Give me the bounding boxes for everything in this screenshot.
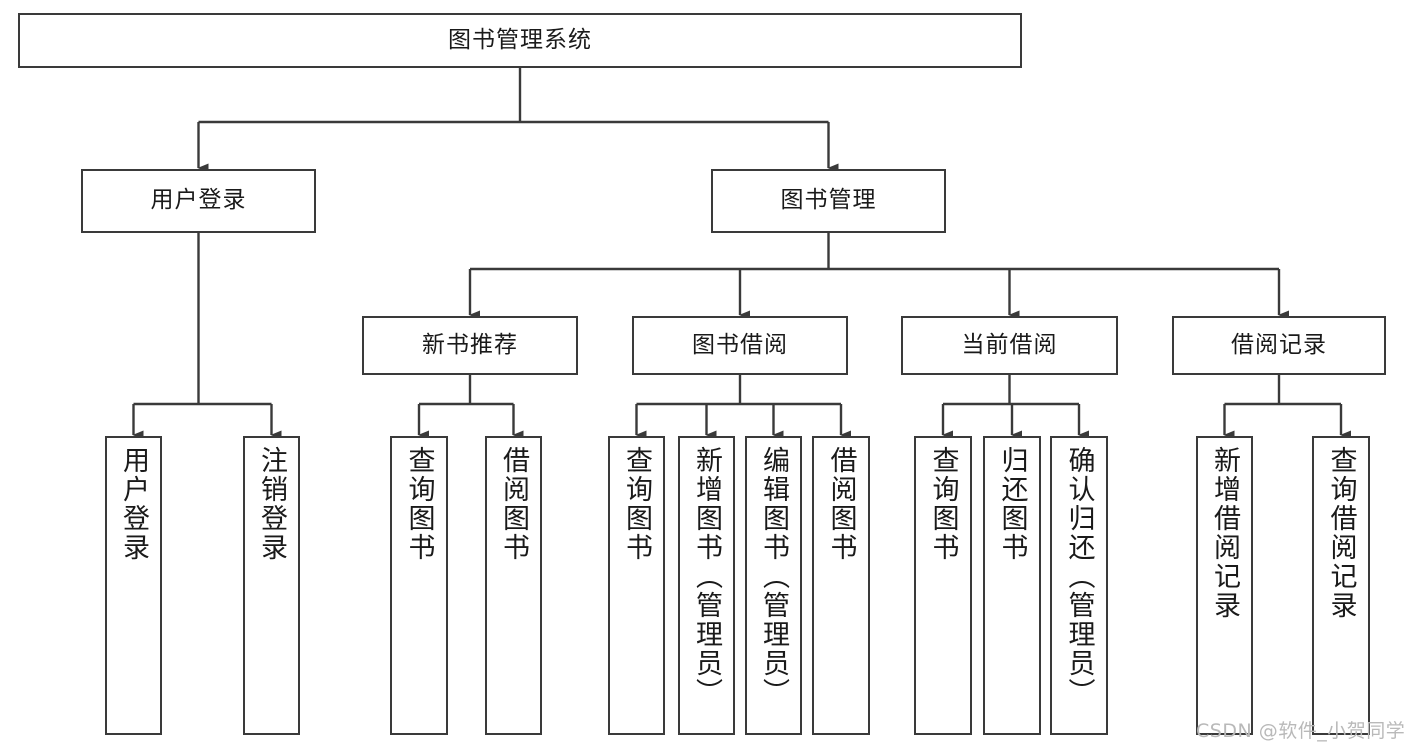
node-label: 注销登录	[256, 446, 287, 562]
node-leaf-new-1: 查询图书	[390, 436, 448, 735]
node-label: 查询借阅记录	[1325, 446, 1357, 620]
node-bookmgmt: 图书管理	[711, 169, 946, 233]
node-leaf-login-1: 用户登录	[105, 436, 162, 735]
node-leaf-cur-1: 查询图书	[914, 436, 972, 735]
node-label: 借阅图书	[825, 446, 857, 562]
node-current: 当前借阅	[901, 316, 1118, 375]
node-newbook: 新书推荐	[362, 316, 578, 375]
node-leaf-cur-2: 归还图书	[983, 436, 1041, 735]
node-label: 归还图书	[996, 446, 1028, 562]
node-label: 查询图书	[403, 446, 435, 562]
node-leaf-login-2: 注销登录	[243, 436, 300, 735]
node-records: 借阅记录	[1172, 316, 1386, 375]
node-label: 用户登录	[150, 187, 247, 214]
node-label: 图书管理系统	[448, 26, 592, 53]
node-label: 新增借阅记录	[1209, 446, 1240, 620]
node-label: 用户登录	[118, 446, 149, 562]
watermark: CSDN @软件_小贺同学	[1196, 720, 1405, 742]
node-borrow: 图书借阅	[632, 316, 848, 375]
node-leaf-borrow-2: 新增图书（管理员）	[678, 436, 735, 735]
node-label: 图书管理	[780, 187, 877, 214]
node-label: 编辑图书（管理员）	[758, 446, 789, 707]
node-label: 借阅图书	[498, 446, 529, 562]
node-login: 用户登录	[81, 169, 316, 233]
node-leaf-rec-1: 新增借阅记录	[1196, 436, 1253, 735]
node-leaf-cur-3: 确认归还（管理员）	[1050, 436, 1108, 735]
node-label: 新书推荐	[422, 331, 518, 358]
node-root: 图书管理系统	[18, 13, 1022, 68]
node-leaf-rec-2: 查询借阅记录	[1312, 436, 1370, 735]
node-label: 查询图书	[621, 446, 652, 562]
node-leaf-borrow-4: 借阅图书	[812, 436, 870, 735]
node-leaf-new-2: 借阅图书	[485, 436, 542, 735]
node-leaf-borrow-1: 查询图书	[608, 436, 665, 735]
node-label: 新增图书（管理员）	[691, 446, 722, 707]
node-leaf-borrow-3: 编辑图书（管理员）	[745, 436, 802, 735]
node-label: 图书借阅	[692, 331, 788, 358]
edge-group	[132, 68, 1351, 440]
node-label: 确认归还（管理员）	[1063, 446, 1095, 707]
node-label: 当前借阅	[961, 331, 1058, 358]
node-label: 查询图书	[927, 446, 959, 562]
node-label: 借阅记录	[1231, 331, 1327, 358]
